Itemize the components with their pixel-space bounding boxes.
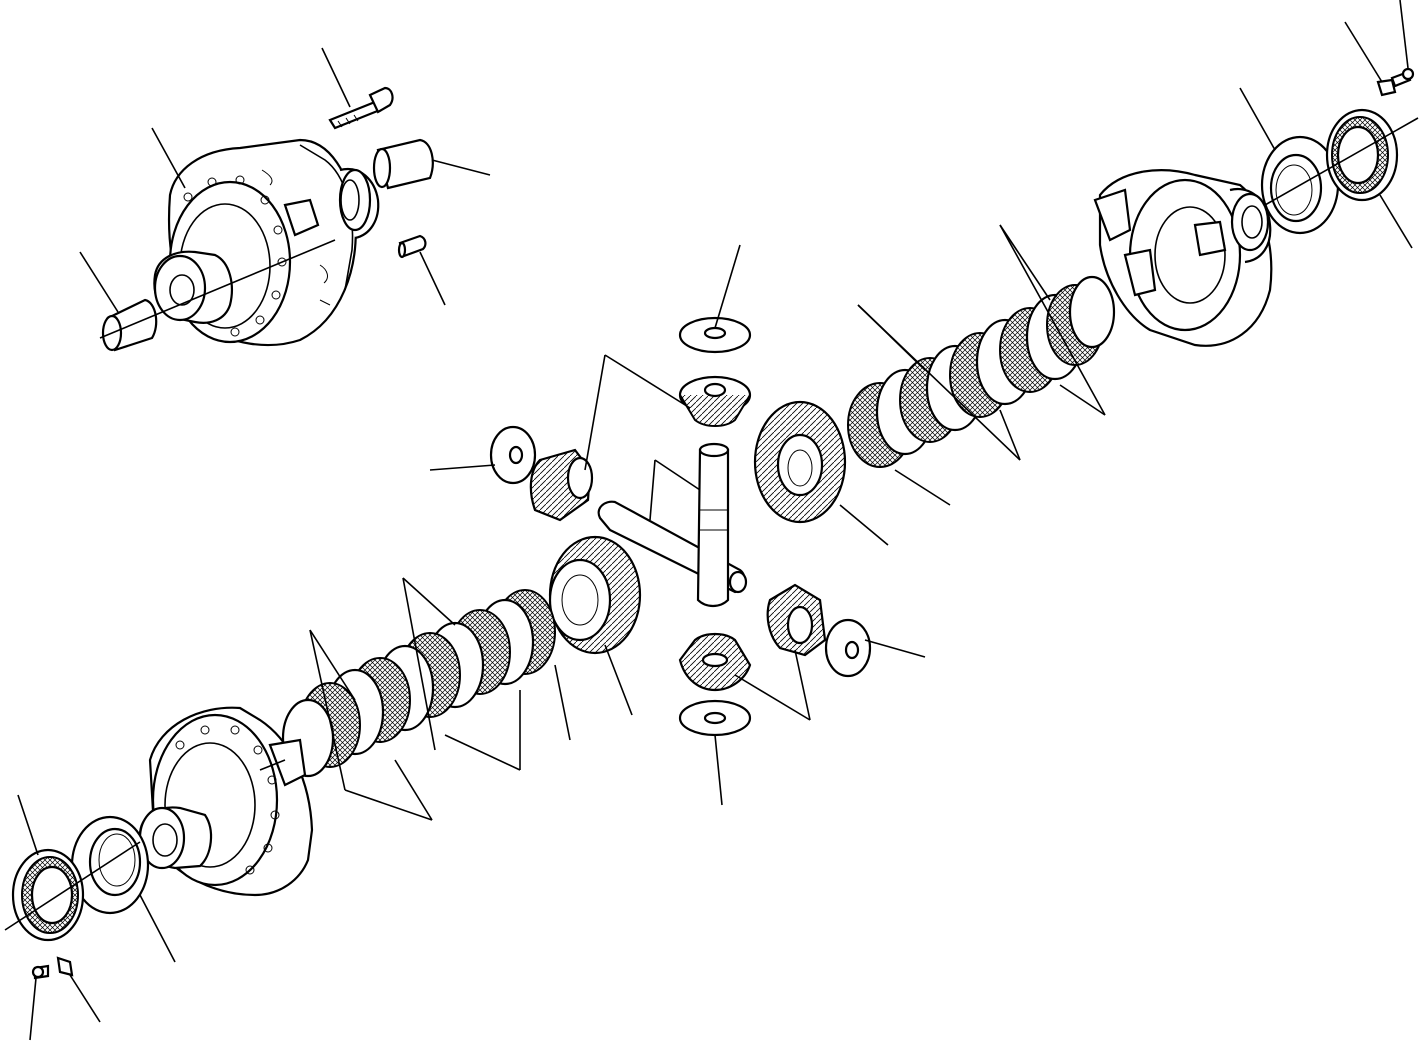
upper-pinion-gear [678, 375, 752, 427]
left-adjusting-nut [4, 794, 141, 942]
left-side-gear [548, 535, 642, 716]
leader-right-pinion [794, 649, 811, 721]
right-clutch-pack [847, 275, 1116, 468]
dowel-pin [397, 234, 427, 259]
case-bolt [328, 86, 394, 130]
leader-left-pinion [584, 354, 606, 471]
spider-shaft [597, 442, 748, 608]
left-clutch-pack [281, 589, 556, 778]
right-pinion-gear [766, 583, 827, 657]
left-lock-plate [29, 956, 101, 1041]
leader-lines-left-pack [309, 577, 571, 821]
lower-pinion-gear [678, 632, 752, 692]
left-pinion-gear [529, 448, 594, 522]
right-lock-plate [1344, 0, 1415, 97]
right-case-half [1093, 169, 1273, 347]
right-side-gear [753, 400, 889, 546]
leader-upper-pinion [604, 354, 691, 409]
upper-thrust-washer [678, 244, 752, 354]
leader-lower-pinion [734, 674, 811, 721]
lower-thrust-washer [678, 699, 752, 806]
leader-lines-right-pack [857, 224, 1106, 506]
left-bearing [70, 815, 176, 963]
left-case-half [138, 706, 314, 897]
bushing-right-top [372, 138, 434, 190]
leader-lines-top-left [79, 47, 491, 339]
differential-case-assembled [153, 138, 380, 347]
right-adjusting-nut [1264, 108, 1419, 249]
left-thrust-washer [429, 425, 537, 485]
right-thrust-washer [824, 618, 926, 678]
